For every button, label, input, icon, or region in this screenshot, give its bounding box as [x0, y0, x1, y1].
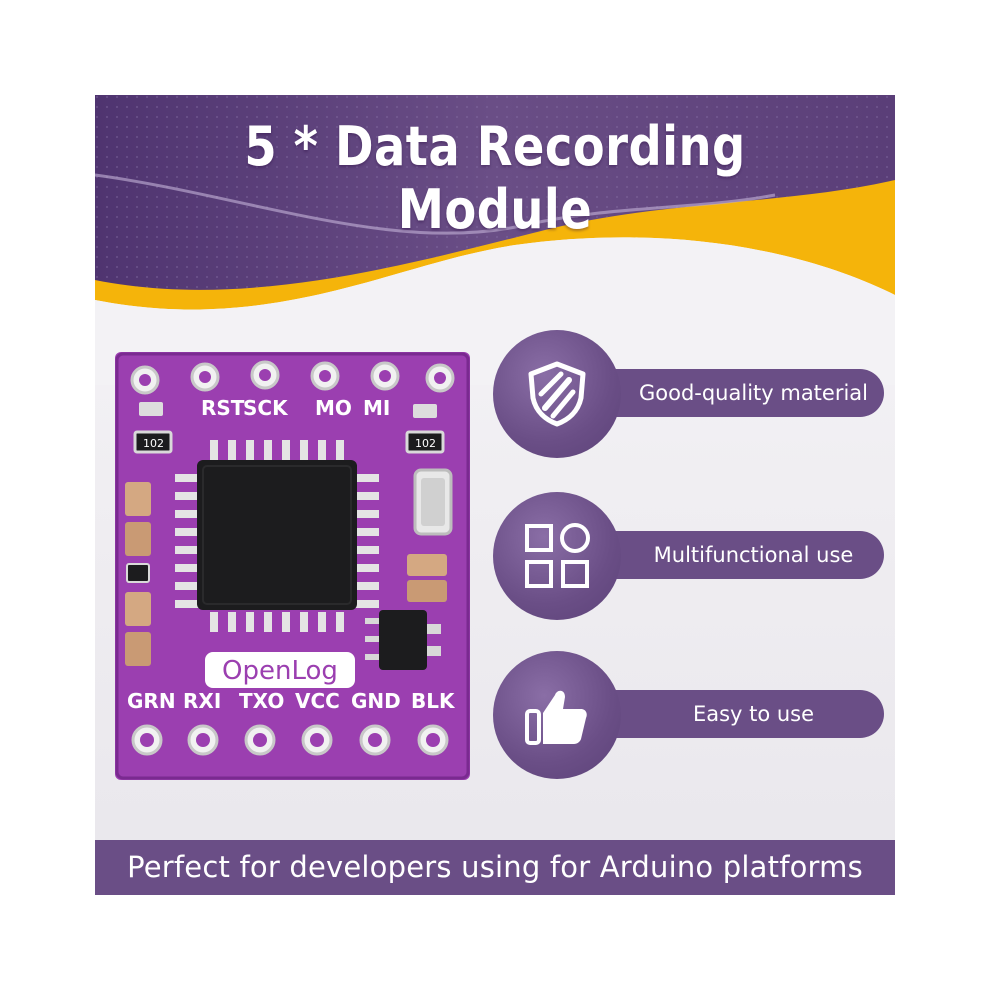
top-pads — [130, 360, 455, 395]
feature-good-quality: Good-quality material — [493, 330, 889, 458]
pin-label-blk: BLK — [411, 689, 456, 713]
header-banner — [95, 95, 895, 385]
resistor-right-label: 102 — [415, 437, 436, 450]
footer-text: Perfect for developers using for Arduino… — [127, 850, 863, 884]
pin-label-sck: SCK — [243, 396, 289, 420]
pin-label-rst: RST — [201, 396, 245, 420]
apps-grid-icon — [525, 523, 590, 588]
openlog-logo-text: OpenLog — [222, 656, 338, 686]
resistor-left-label: 102 — [143, 437, 164, 450]
feature-label: Good-quality material — [638, 381, 869, 405]
shield-icon — [528, 361, 586, 427]
footer-bar: Perfect for developers using for Arduino… — [95, 840, 895, 895]
feature-icon-circle — [493, 492, 621, 620]
feature-label: Easy to use — [692, 702, 815, 726]
openlog-board-image: RST SCK MO MI 102 102 — [115, 352, 470, 780]
page-title: 5 * Data Recording Module — [244, 115, 746, 241]
pin-label-vcc: VCC — [295, 689, 340, 713]
pin-label-grn: GRN — [127, 689, 176, 713]
feature-multifunctional: Multifunctional use — [493, 492, 889, 620]
feature-label: Multifunctional use — [653, 543, 854, 567]
pin-label-gnd: GND — [351, 689, 401, 713]
pin-label-mo: MO — [315, 396, 352, 420]
pin-label-txo: TXO — [239, 689, 284, 713]
pin-label-rxi: RXI — [183, 689, 221, 713]
product-card: 5 * Data Recording Module RST SCK MO MI … — [95, 95, 895, 895]
thumbs-up-icon — [525, 690, 587, 745]
feature-easy-to-use: Easy to use — [493, 651, 889, 779]
microcontroller-chip — [197, 460, 357, 610]
pin-label-mi: MI — [363, 396, 390, 420]
